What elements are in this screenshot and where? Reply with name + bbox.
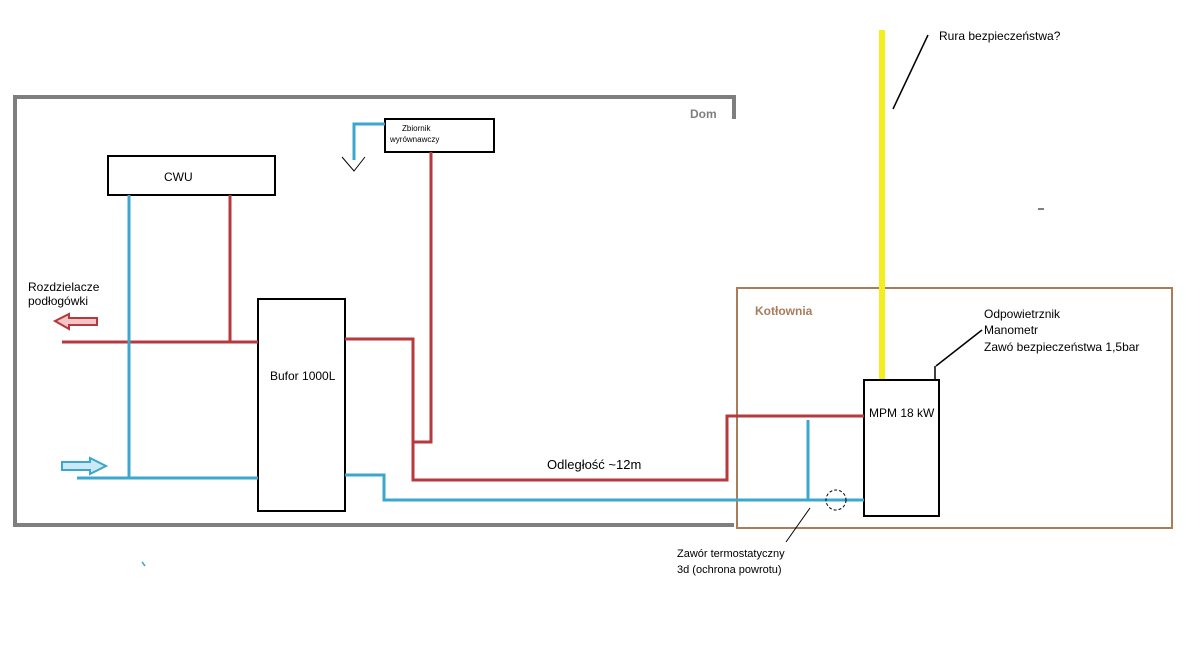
- odpowietrznik-callout-line: [935, 329, 983, 367]
- bufor-supply-pipe: [345, 337, 864, 482]
- bufor-label: Bufor 1000L: [270, 369, 336, 383]
- stray-blue-mark: [141, 561, 146, 567]
- zbiornik-blue-stub: [352, 122, 385, 160]
- rozdzielacze-label-2: podłogówki: [28, 294, 88, 308]
- rura-label: Rura bezpieczeństwa?: [939, 29, 1061, 43]
- zbiornik-label-2: wyrównawczy: [389, 135, 439, 144]
- zawor-termo-label-2: 3d (ochrona powrotu): [677, 564, 782, 576]
- rozdzielacze-label-1: Rozdzielacze: [28, 280, 100, 294]
- rura-callout-line: [892, 34, 929, 110]
- floor-supply-arrow: [52, 312, 98, 331]
- cwu-box: [107, 155, 276, 196]
- dom-outline: [13, 95, 736, 527]
- kotlownia-outline: [736, 287, 1173, 529]
- zawor-termo-label-1: Zawór termostatyczny: [677, 548, 785, 560]
- zawor-bezp-label: Zawó bezpieczeństwa 1,5bar: [984, 340, 1139, 354]
- kotlownia-label: Kotłownia: [755, 304, 813, 318]
- zbiornik-box: [384, 118, 495, 153]
- bufor-box: [257, 298, 346, 512]
- odpowietrznik-label: Odpowietrznik: [984, 307, 1061, 321]
- mpm-box: [863, 379, 940, 517]
- vent-symbol: [341, 156, 366, 172]
- odleglosc-label: Odległość ~12m: [547, 457, 641, 472]
- bufor-return-pipe: [345, 473, 864, 502]
- zbiornik-label-1: Zbiornik: [402, 124, 431, 133]
- dom-label: Dom: [690, 107, 717, 121]
- floor-return-arrow: [61, 456, 109, 476]
- expansion-supply-pipe: [413, 152, 433, 444]
- manometr-label: Manometr: [984, 323, 1038, 337]
- mpm-label: MPM 18 kW: [869, 406, 935, 420]
- thermostatic-valve-icon: [825, 489, 847, 511]
- zawor-callout-line: [785, 507, 811, 543]
- cwu-label: CWU: [164, 170, 193, 184]
